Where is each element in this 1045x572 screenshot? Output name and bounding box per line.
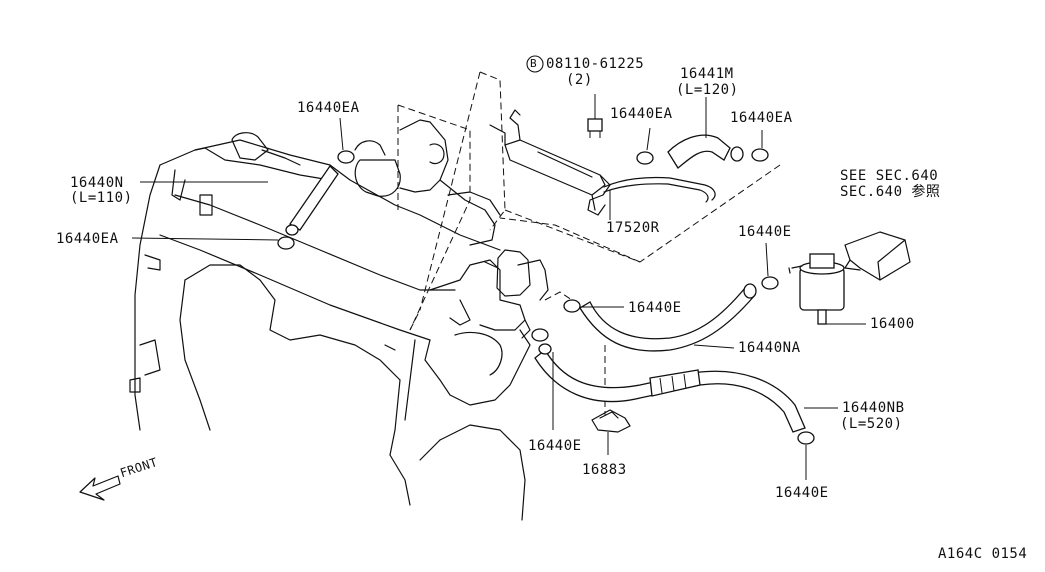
- clamp-e-top: [761, 242, 779, 290]
- hose-16440nb: [534, 349, 838, 433]
- label-hose-na-part: 16440NA: [738, 340, 801, 356]
- label-hose-nb-len: (L=520): [840, 416, 903, 432]
- engine-block: [129, 119, 549, 521]
- clamp-ea-top-left: [337, 117, 355, 164]
- fuel-pipe-assembly: [489, 109, 716, 216]
- hose-16440na: [579, 283, 757, 352]
- label-hose-n-len: (L=110): [70, 190, 133, 206]
- label-hose-nb-part: 16440NB: [842, 400, 905, 416]
- bolt: [587, 94, 603, 138]
- hose-16440n: [140, 164, 339, 236]
- bolt-symbol-letter: B: [530, 57, 538, 70]
- label-hose-m-len: (L=120): [676, 82, 739, 98]
- bolt-symbol-icon: [526, 55, 544, 73]
- bracket-16883: [591, 409, 631, 455]
- label-clamp-ea-top-mid: 16440EA: [610, 106, 673, 122]
- label-clamp-e-top: 16440E: [738, 224, 792, 240]
- label-clamp-e-bottom: 16440E: [775, 485, 829, 501]
- clamp-e-bottom: [797, 431, 815, 480]
- label-clamp-ea-left: 16440EA: [56, 231, 119, 247]
- label-clamp-ea-top-left: 16440EA: [297, 100, 360, 116]
- clamp-e-mid: [563, 299, 624, 313]
- label-clamp-e-lower-left: 16440E: [528, 438, 582, 454]
- label-pipe-part: 17520R: [606, 220, 660, 236]
- clamp-ea-top-right: [751, 130, 769, 162]
- label-clamp-ea-top-right: 16440EA: [730, 110, 793, 126]
- label-bolt-part: 08110-61225: [546, 56, 645, 72]
- fuel-filter: [788, 231, 911, 325]
- dashed-envelopes: [397, 71, 781, 415]
- label-hose-m-part: 16441M: [680, 66, 734, 82]
- label-hose-n-part: 16440N: [70, 175, 124, 191]
- label-filter-part: 16400: [870, 316, 915, 332]
- clamp-ea-top-mid: [636, 127, 654, 165]
- label-see-sec-2: SEC.640 参照: [840, 184, 941, 200]
- label-see-sec-1: SEE SEC.640: [840, 168, 939, 184]
- label-bolt-qty: (2): [566, 72, 593, 88]
- clamp-e-lower-left: [531, 328, 554, 430]
- figure-code: A164C 0154: [938, 546, 1028, 562]
- label-bracket-part: 16883: [582, 462, 627, 478]
- front-arrow-icon: [79, 475, 121, 501]
- clamp-ea-left: [131, 236, 295, 250]
- label-clamp-e-mid: 16440E: [628, 300, 682, 316]
- hose-16441m: [667, 97, 744, 169]
